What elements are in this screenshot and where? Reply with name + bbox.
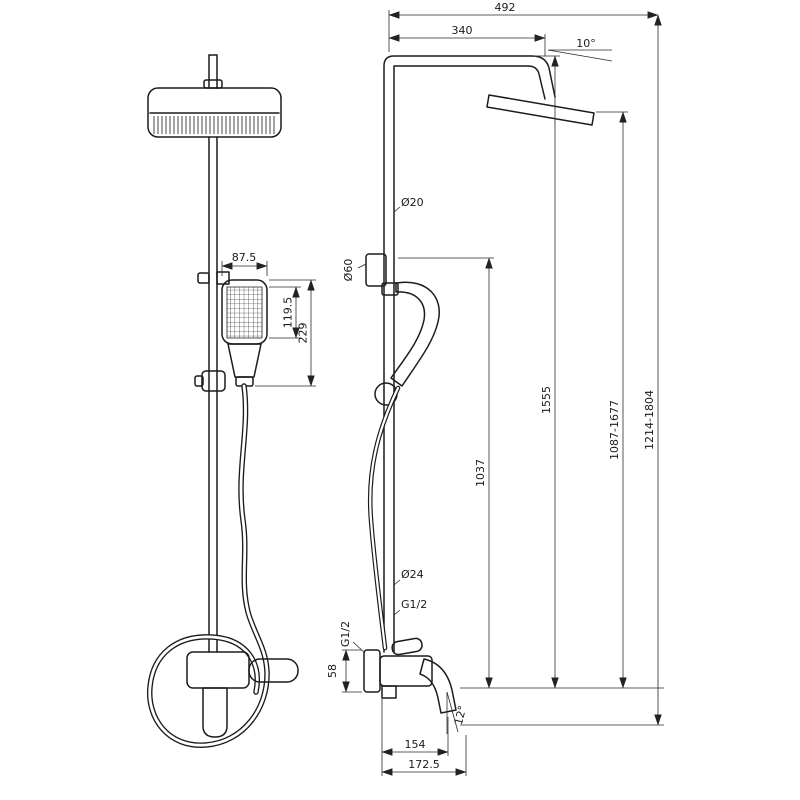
- dim-arm-projection-label: 340: [452, 24, 473, 37]
- front-mixer: [186, 651, 299, 738]
- dim-column-diameter: Ø20: [393, 196, 424, 213]
- dim-total-projection: 172.5: [381, 735, 467, 776]
- dim-spout-angle-label: 12°: [452, 704, 469, 726]
- dim-top-width-label: 492: [495, 1, 516, 14]
- side-hand-shower: [374, 281, 440, 406]
- dim-total-projection-label: 172.5: [408, 758, 440, 771]
- pipe-inner-edge: [393, 65, 529, 653]
- dim-head-height-range: 1087-1677: [596, 111, 628, 689]
- dim-outlet-thread-label: G1/2: [401, 598, 427, 611]
- dim-total-height-range: 1214-1804: [460, 14, 664, 726]
- front-view: [147, 54, 299, 748]
- mixer-spout: [202, 687, 228, 738]
- dim-handshower-total-length: 229: [255, 279, 316, 387]
- leader-line: [393, 609, 401, 616]
- head-spray-face: [153, 116, 276, 134]
- dim-spout-projection: 154: [381, 696, 449, 776]
- dim-spout-angle: 12°: [446, 691, 469, 734]
- hand-shower-handle: [227, 343, 262, 378]
- head-body: [147, 87, 282, 138]
- front-hand-shower: [197, 271, 268, 387]
- front-rain-head: [147, 79, 282, 138]
- dim-outlet-thread: G1/2: [393, 598, 427, 616]
- side-view: [363, 55, 595, 714]
- dim-spout-projection-label: 154: [405, 738, 426, 751]
- mixer-spout: [419, 658, 457, 714]
- dim-handshower-face-length: 119.5: [269, 286, 301, 339]
- slider-body: [201, 370, 226, 392]
- dim-head-tilt-angle: 10°: [547, 37, 613, 62]
- dim-column-height: 1555: [532, 55, 560, 689]
- dim-handshower-face-length-label: 119.5: [282, 297, 295, 329]
- side-column-pipe: [383, 55, 556, 653]
- dim-bracket-diameter-label: Ø60: [342, 259, 355, 282]
- hand-shower-profile: [390, 281, 440, 387]
- leader-line: [393, 206, 401, 213]
- leader-line: [393, 579, 401, 586]
- mixer-body: [186, 651, 250, 689]
- leader-line: [357, 263, 367, 269]
- dim-hose-height: 1037: [398, 257, 494, 689]
- dim-handshower-width: 87.5: [221, 251, 268, 276]
- mixer-lever: [248, 658, 299, 683]
- mixer-inlet: [381, 685, 397, 699]
- hand-shower-spray-face: [226, 286, 263, 339]
- front-column-pipe: [208, 54, 218, 653]
- front-shower-hose: [147, 383, 270, 748]
- dim-column-height-label: 1555: [540, 386, 553, 414]
- dim-column-diameter-label: Ø20: [401, 196, 424, 209]
- dim-total-height-range-label: 1214-1804: [643, 390, 656, 450]
- mixer-body: [379, 655, 433, 687]
- side-wall-bracket: [365, 253, 387, 287]
- dim-arm-projection: 340: [388, 24, 546, 56]
- dim-inlet-thread-label: G1/2: [339, 621, 352, 647]
- angle-line: [547, 49, 613, 62]
- side-shower-hose: [367, 385, 401, 651]
- leader-line: [352, 641, 366, 654]
- dim-top-width: 492: [388, 1, 659, 52]
- dim-handshower-width-label: 87.5: [232, 251, 257, 264]
- dim-valve-body-size-label: 58: [326, 664, 339, 678]
- dim-head-height-range-label: 1087-1677: [608, 400, 621, 460]
- bracket-knob: [197, 272, 210, 284]
- dim-bracket-diameter: Ø60: [342, 259, 367, 282]
- side-mixer: [363, 637, 457, 714]
- angle-line: [446, 691, 459, 733]
- dim-valve-body-size: 58: [326, 649, 362, 693]
- mixer-wall-plate: [363, 649, 381, 693]
- hose-core: [369, 386, 400, 650]
- dim-hose-height-label: 1037: [474, 459, 487, 487]
- hose-core: [148, 384, 269, 747]
- dim-lower-column-diameter-label: Ø24: [401, 568, 424, 581]
- head-mount: [203, 79, 223, 89]
- side-dimensions: 492 340 10° Ø20 Ø60 1037: [326, 1, 664, 776]
- slider-knob: [194, 375, 204, 387]
- dim-handshower-total-length-label: 229: [297, 323, 310, 344]
- dim-lower-column-diameter: Ø24: [393, 568, 424, 586]
- dim-head-tilt-angle-label: 10°: [576, 37, 596, 50]
- pipe-outer-edge: [383, 55, 533, 653]
- mixer-lever: [391, 637, 423, 656]
- front-slider-clamp: [194, 370, 226, 392]
- dim-inlet-thread: G1/2: [339, 621, 366, 654]
- side-rain-head: [486, 94, 595, 126]
- hand-shower-bracket: [216, 271, 230, 285]
- front-dimensions: 87.5 119.5 229: [221, 251, 316, 387]
- head-arm-inner: [527, 65, 546, 100]
- hand-shower-clamp: [381, 282, 399, 296]
